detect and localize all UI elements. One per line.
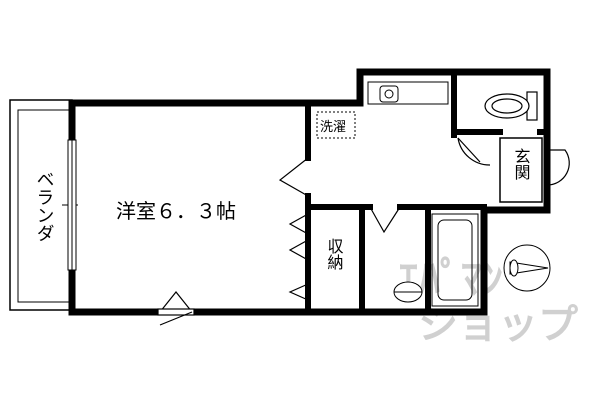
room-label-western: 洋室６．３帖 bbox=[116, 199, 236, 223]
interior-walls bbox=[305, 69, 550, 315]
washer-label: 洗濯 bbox=[320, 120, 346, 135]
compass-icon bbox=[503, 244, 551, 292]
room-label-entrance: 玄関 bbox=[512, 148, 531, 181]
room-label-storage: 収納 bbox=[325, 238, 344, 271]
doors bbox=[157, 137, 570, 326]
toilet bbox=[484, 91, 538, 121]
bathtub bbox=[431, 213, 479, 307]
washer-box: 洗濯 bbox=[316, 111, 356, 139]
entrance-strip bbox=[499, 137, 543, 203]
kitchen-counter bbox=[367, 81, 449, 105]
room-label-veranda: ベランダ bbox=[34, 170, 55, 242]
balcony-window bbox=[67, 139, 77, 271]
washbasin bbox=[393, 281, 423, 303]
